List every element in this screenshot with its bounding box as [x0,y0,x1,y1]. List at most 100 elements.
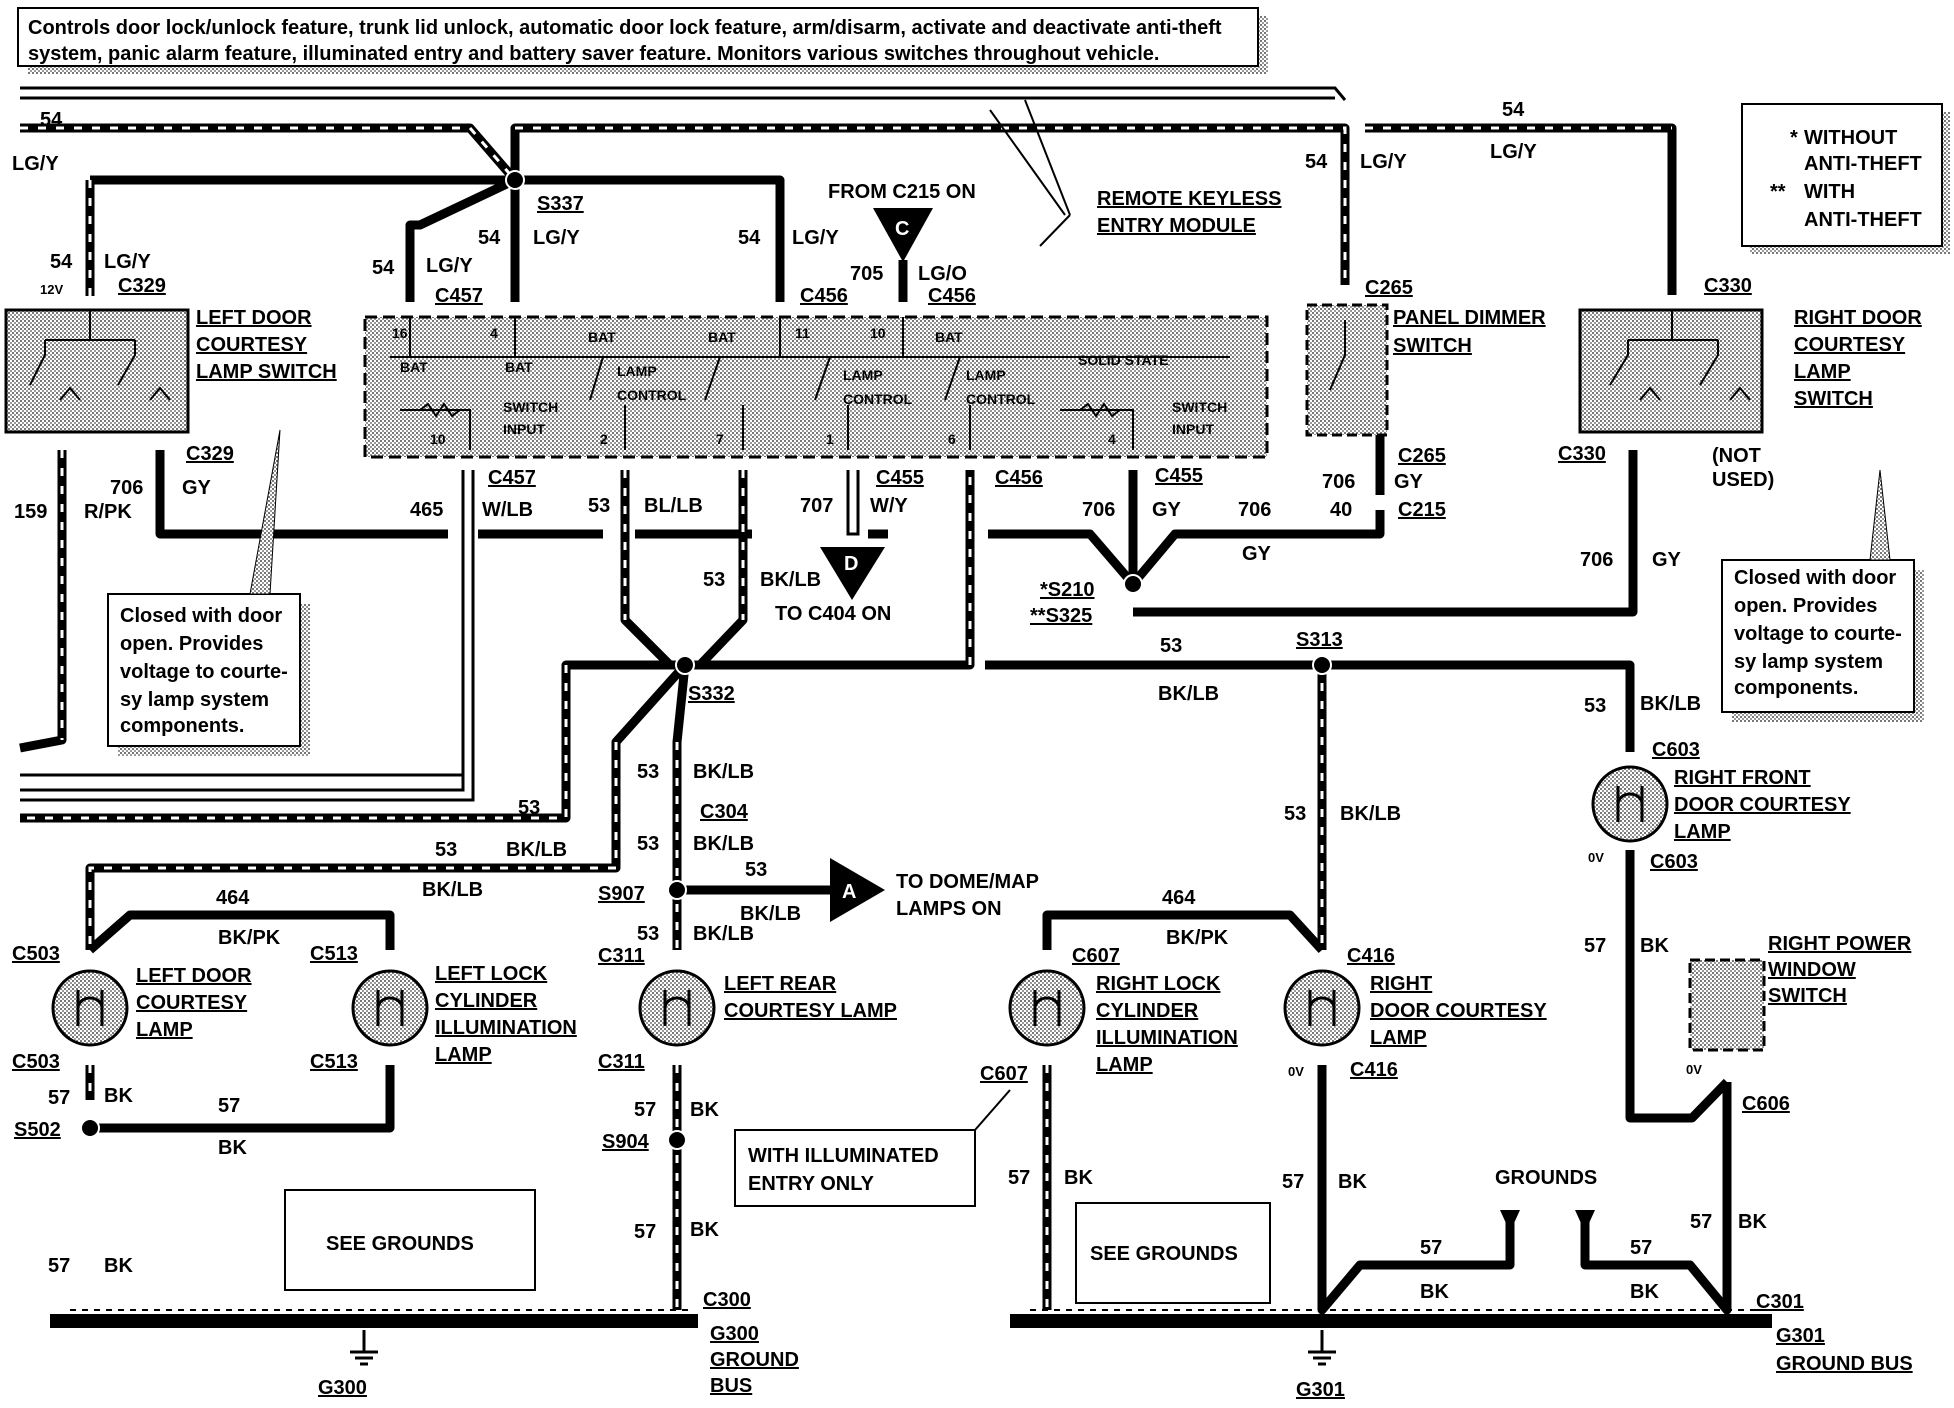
wl-57-h: 57 [1420,1237,1442,1259]
wl-bk-d: BK [690,1099,719,1121]
control-2: CONTROL [843,391,913,407]
legend-box: * WITHOUT ANTI-THEFT ** WITH ANTI-THEFT [1741,103,1950,254]
wl-57-g: 57 [1282,1171,1304,1193]
s325-label: **S325 [1030,605,1092,627]
c455-bottom-b: C455 [1155,465,1203,487]
legend-anti1: ANTI-THEFT [1804,153,1922,175]
left-lock-lamp-l2: CYLINDER [435,990,538,1012]
not-used-l2: USED) [1712,469,1774,491]
right-door-lamp-l1: RIGHT [1370,973,1432,995]
wl-lgy-f: LG/Y [1360,151,1407,173]
wl-53-e: 53 [1284,803,1306,825]
connector-d-triangle [820,547,885,600]
c513-top: C513 [310,943,358,965]
wl-0v-a: 0V [1588,850,1604,865]
wire-706-right-door [1133,450,1638,617]
c300-label: C300 [703,1289,751,1311]
left-lock-cylinder-lamp-bulb [351,969,429,1047]
pin-2: 2 [600,431,608,447]
left-lock-lamp-l4: LAMP [435,1044,492,1066]
left-door-courtesy-lamp-bulb [51,969,129,1047]
connector-a-triangle [830,858,885,922]
control-1: CONTROL [617,387,687,403]
c603-bottom: C603 [1650,851,1698,873]
wl-gy-d: GY [1394,471,1424,493]
wl-bklb-i: BK/LB [740,903,801,925]
left-rear-lamp-l1: LEFT REAR [724,973,837,995]
legend-anti2: ANTI-THEFT [1804,209,1922,231]
not-used-l1: (NOT [1712,445,1761,467]
c265-bottom: C265 [1398,445,1446,467]
wl-54-e: 54 [738,227,761,249]
wl-bklb-b: BK/LB [1158,683,1219,705]
left-note-l5: components. [120,715,244,737]
illuminated-l2: ENTRY ONLY [748,1173,875,1195]
wl-57-i: 57 [1630,1237,1652,1259]
right-note-l4: sy lamp system [1734,651,1883,673]
illuminated-l1: WITH ILLUMINATED [748,1145,939,1167]
wl-bk-i: BK [1630,1281,1659,1303]
c457-top: C457 [435,285,483,307]
wire-57-power-window [1580,1082,1732,1315]
wl-lgo: LG/O [918,263,967,285]
pin-11: 11 [795,325,810,341]
wl-bk-b: BK [218,1137,247,1159]
wl-bllb: BL/LB [644,495,703,517]
right-door-switch-l3: LAMP [1794,361,1851,383]
c603-top: C603 [1652,739,1700,761]
right-note-l1: Closed with door [1734,567,1896,589]
wl-bk-f: BK [1064,1167,1093,1189]
ground-symbol-g301 [1308,1330,1336,1366]
wl-57-f: 57 [1008,1167,1030,1189]
wl-12v: 12V [40,282,63,297]
wl-53-h: 53 [637,761,659,783]
right-power-window-l1: RIGHT POWER [1768,933,1912,955]
lamp-filaments [76,786,1644,1026]
left-rear-lamp-l2: COURTESY LAMP [724,1000,897,1022]
wl-bk-j: BK [1640,935,1669,957]
wire-465-wlb [20,86,1347,802]
wl-rpk: R/PK [84,501,132,523]
dome-map-l2: LAMPS ON [896,898,1002,920]
right-front-lamp-l2: DOOR COURTESY [1674,794,1851,816]
right-door-courtesy-lamp-bulb [1283,969,1361,1047]
legend-star2: ** [1770,181,1786,203]
wl-lgy-b: LG/Y [104,251,151,273]
left-door-switch-l1: LEFT DOOR [196,307,312,329]
wl-bk-e: BK [690,1219,719,1241]
legend-without: WITHOUT [1804,127,1897,149]
g300-bus-l3: BUS [710,1375,752,1397]
wl-57-c: 57 [48,1255,70,1277]
pin-4: 4 [490,325,498,341]
wl-54-f: 54 [1305,151,1328,173]
connector-c-letter: C [895,218,909,240]
c503-top: C503 [12,943,60,965]
right-front-lamp-l3: LAMP [1674,821,1731,843]
wl-465: 465 [410,499,443,521]
header-note-box: Controls door lock/unlock feature, trunk… [17,7,1268,74]
header-note-line1: Controls door lock/unlock feature, trunk… [28,17,1222,39]
c503-bottom: C503 [12,1051,60,1073]
wl-53-g: 53 [435,839,457,861]
wl-bk-c: BK [104,1255,133,1277]
right-lock-lamp-l4: LAMP [1096,1054,1153,1076]
wire-57-right-door [1317,1065,1515,1315]
wl-57-b: 57 [218,1095,240,1117]
pin-10a: 10 [870,325,886,341]
c457-bottom: C457 [488,467,536,489]
wire-464-left [87,910,395,954]
g301-bus-l1: G301 [1776,1325,1825,1347]
wl-54-b: 54 [50,251,73,273]
wl-706-a: 706 [110,477,143,499]
wl-gy-a: GY [182,477,212,499]
control-3: CONTROL [966,391,1036,407]
c301-label: C301 [1756,1291,1804,1313]
g300-label: G300 [318,1377,367,1399]
wl-lgy-e: LG/Y [792,227,839,249]
legend-with: WITH [1804,181,1855,203]
illuminated-note-box: WITH ILLUMINATED ENTRY ONLY [734,1089,1011,1207]
s313-label: S313 [1296,629,1343,651]
connector-a-letter: A [842,881,856,903]
wl-gy-e: GY [1652,549,1682,571]
lamp-2: LAMP [843,367,883,383]
